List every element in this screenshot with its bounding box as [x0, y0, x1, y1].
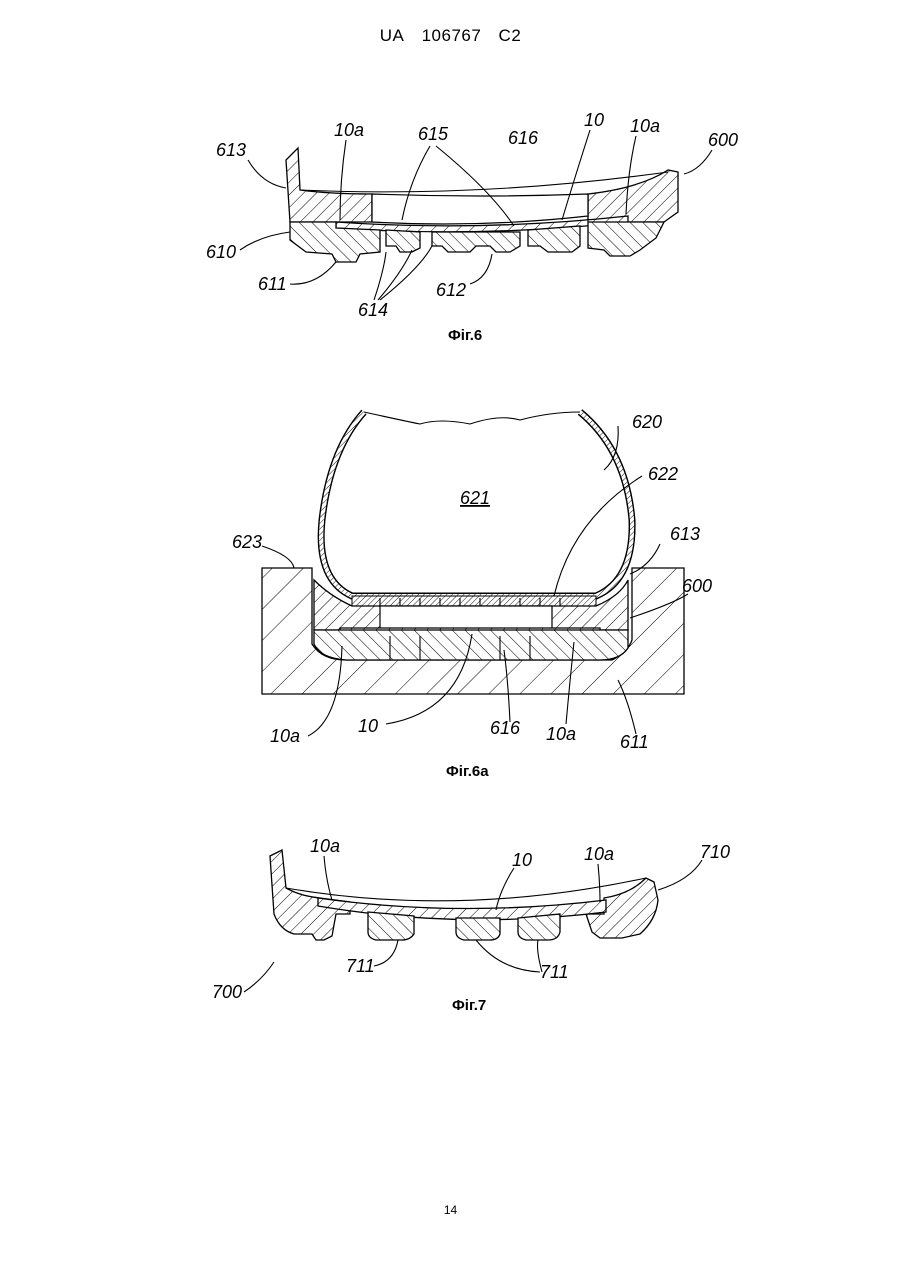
fig6a-label-600: 600: [682, 576, 712, 596]
fig6-lower-mid2: [432, 232, 520, 252]
fig6a-label-10a-left: 10a: [270, 726, 300, 746]
fig6a-last-top: [364, 412, 580, 424]
fig6a-drawing: [262, 412, 684, 694]
fig6-label-610: 610: [206, 242, 236, 262]
fig6-label-616: 616: [508, 128, 539, 148]
fig7-stud-2: [456, 918, 500, 940]
fig6a-outsole: [314, 630, 628, 660]
fig6-drawing: [286, 148, 678, 262]
fig6-label-611: 611: [258, 274, 287, 294]
fig6-caption: Фіг.6: [448, 327, 482, 344]
fig7-label-10: 10: [512, 850, 532, 870]
fig6a-label-10a-right: 10a: [546, 724, 576, 744]
fig6a-label-621: 621: [460, 488, 490, 508]
fig6-lower-mid: [386, 230, 420, 252]
fig7-caption: Фіг.7: [452, 997, 486, 1014]
fig6a-label-620: 620: [632, 412, 662, 432]
fig7-label-711-right: 711: [540, 962, 569, 982]
fig6-label-10a-left: 10a: [334, 120, 364, 140]
fig6a-label-613: 613: [670, 524, 700, 544]
fig6-label-10: 10: [584, 110, 604, 130]
fig6-lower-mid3: [528, 226, 580, 252]
fig6a-insert: [380, 606, 552, 630]
fig7-label-710: 710: [700, 842, 730, 862]
fig6-label-600: 600: [708, 130, 738, 150]
fig6a-label-622: 622: [648, 464, 678, 484]
fig7-label-700: 700: [212, 982, 242, 1002]
fig7-stud-1: [368, 912, 414, 940]
fig6-label-612: 612: [436, 280, 466, 300]
fig6a-label-623: 623: [232, 532, 262, 552]
fig6-label-613: 613: [216, 140, 246, 160]
fig6-upper-part: [286, 148, 372, 222]
fig7-label-711-left: 711: [346, 956, 375, 976]
fig6-upper-part-right: [588, 170, 678, 222]
page-number: 14: [0, 1203, 901, 1217]
fig7-label-10a-right: 10a: [584, 844, 614, 864]
fig7-label-10a-left: 10a: [310, 836, 340, 856]
fig6-label-10a-right: 10a: [630, 116, 660, 136]
fig6a-insole: [352, 596, 596, 606]
fig6a-caption: Фіг.6а: [446, 763, 489, 780]
fig7-line: [286, 878, 646, 901]
fig6-label-614: 614: [358, 300, 388, 320]
fig7-plate: [318, 898, 606, 920]
fig6a-label-10: 10: [358, 716, 378, 736]
fig6-label-615: 615: [418, 124, 449, 144]
fig6a-label-616: 616: [490, 718, 521, 738]
fig6a-label-611: 611: [620, 732, 649, 752]
fig7-stud-3: [518, 914, 560, 940]
fig6-lower-right: [588, 222, 664, 256]
